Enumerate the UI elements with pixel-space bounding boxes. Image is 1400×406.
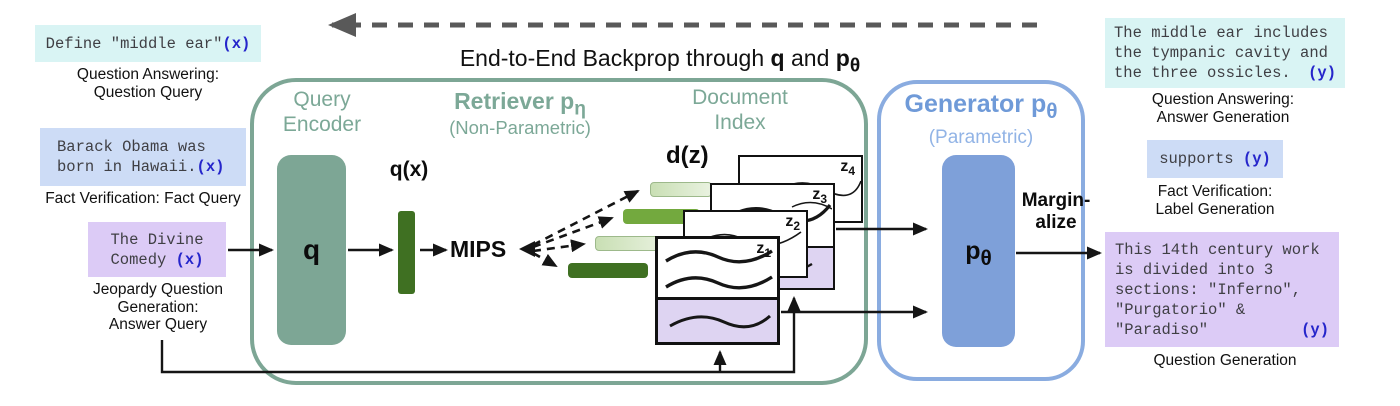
backprop-title-p: pθ xyxy=(835,45,861,77)
query-example-qa-caption: Question Answering: Question Query xyxy=(76,66,220,101)
output-example-fact-text: supports (y) xyxy=(1159,150,1271,168)
output-example-fact-caption: Fact Verification: Label Generation xyxy=(1155,183,1275,218)
y-tag: (y) xyxy=(1242,150,1271,168)
generator-block: pθ xyxy=(942,155,1015,347)
doc-z1-latent-section xyxy=(658,297,777,342)
retriever-frame xyxy=(250,78,868,385)
query-encoder-block: q xyxy=(277,155,346,345)
doc-embedding-bar-2 xyxy=(623,209,700,224)
y-tag: (y) xyxy=(1301,320,1329,339)
x-tag: (x) xyxy=(196,158,225,176)
query-example-qa-box: Define "middle ear"(x) xyxy=(35,25,261,62)
output-example-qa-line3: the three ossicles.(y) xyxy=(1114,64,1336,82)
x-tag: (x) xyxy=(222,34,251,53)
backprop-title: End-to-End Backprop through q and pθ xyxy=(420,45,900,77)
generator-frame xyxy=(877,80,1085,381)
generator-title: Generator pθ xyxy=(904,90,1058,123)
query-vector-bar xyxy=(398,211,415,294)
doc-embedding-bar-1 xyxy=(650,182,712,197)
query-example-jeopardy-caption: Jeopardy Question Generation: Answer Que… xyxy=(92,281,224,333)
output-example-qgen-caption: Question Generation xyxy=(1153,352,1297,369)
dz-label: d(z) xyxy=(666,142,709,169)
query-example-fact-caption: Fact Verification: Fact Query xyxy=(45,190,241,207)
doc-z1-latent-squiggle xyxy=(669,314,772,329)
doc-z1-squiggle xyxy=(665,249,773,290)
output-example-fact-box: supports (y) xyxy=(1147,140,1283,178)
query-example-jeopardy-line2: Comedy (x) xyxy=(110,250,204,269)
query-example-fact-line1: Barack Obama was xyxy=(57,138,206,156)
query-encoder-q-label: q xyxy=(302,234,321,265)
doc-z2-label: z2 xyxy=(785,213,800,234)
query-example-jeopardy-box: The Divine Comedy (x) xyxy=(88,222,226,277)
query-example-fact-line2: born in Hawaii.(x) xyxy=(57,158,225,176)
y-tag: (y) xyxy=(1308,64,1336,82)
document-card-z1: z1 xyxy=(655,236,780,345)
backprop-title-and: and xyxy=(784,45,836,71)
mips-label: MIPS xyxy=(450,236,507,262)
doc-z3-label: z3 xyxy=(812,186,827,207)
x-tag: (x) xyxy=(175,250,204,269)
retriever-title: Retriever pη xyxy=(454,88,586,120)
document-index-label: Document Index xyxy=(692,86,788,134)
doc-z4-label: z4 xyxy=(840,158,855,179)
retriever-subtitle: (Non-Parametric) xyxy=(449,117,591,138)
generator-p-label: pθ xyxy=(965,236,992,270)
doc-embedding-bar-4 xyxy=(568,263,648,278)
output-example-qgen-box: This 14th century work is divided into 3… xyxy=(1105,232,1339,347)
query-example-jeopardy-line1: The Divine xyxy=(110,230,204,249)
backprop-title-text: End-to-End Backprop through xyxy=(459,45,771,71)
marginalize-label: Margin- alize xyxy=(1021,190,1091,233)
output-example-qgen-line5: "Paradiso"(y) xyxy=(1115,320,1329,339)
qx-vector-label: q(x) xyxy=(389,158,429,181)
doc-z1-label: z1 xyxy=(756,240,771,261)
output-example-qa-box: The middle ear includes the tympanic cav… xyxy=(1105,18,1345,88)
query-encoder-label: Query Encoder xyxy=(282,88,362,136)
output-example-qa-caption: Question Answering: Answer Generation xyxy=(1151,91,1295,126)
query-example-qa-text: Define "middle ear"(x) xyxy=(45,34,251,53)
query-example-fact-box: Barack Obama was born in Hawaii.(x) xyxy=(40,128,246,186)
backprop-title-q: q xyxy=(770,45,785,71)
generator-subtitle: (Parametric) xyxy=(928,127,1034,148)
